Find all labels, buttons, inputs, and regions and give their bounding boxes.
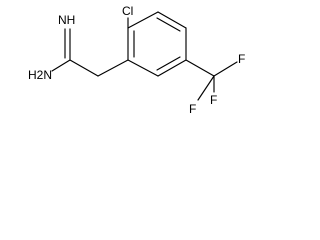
structure-diagram: Cl NH H2N F F F (28, 4, 245, 116)
chlorine-atom-label: Cl (122, 4, 133, 18)
ring-bond (127, 11, 159, 29)
c-f-right-bond (213, 61, 238, 77)
ring-ch2-bond (97, 59, 129, 77)
ring-bond (157, 11, 187, 29)
ring-bond (127, 59, 159, 77)
ring-cf3-bond (185, 59, 215, 77)
fluorine-top-label: F (210, 93, 217, 107)
ring-double-bond (156, 17, 181, 32)
imine-nh-label: NH (58, 13, 75, 27)
c-f-left-bond (197, 75, 215, 101)
ring-double-bond (156, 56, 181, 71)
benzene-ring (127, 11, 187, 77)
fluorine-left-label: F (189, 102, 196, 116)
fluorine-right-label: F (238, 52, 245, 66)
ch2-c-bond (69, 59, 99, 77)
ring-bond (157, 59, 187, 77)
amine-h2n-label: H2N (28, 68, 52, 82)
c-nh2-bond (51, 59, 71, 72)
